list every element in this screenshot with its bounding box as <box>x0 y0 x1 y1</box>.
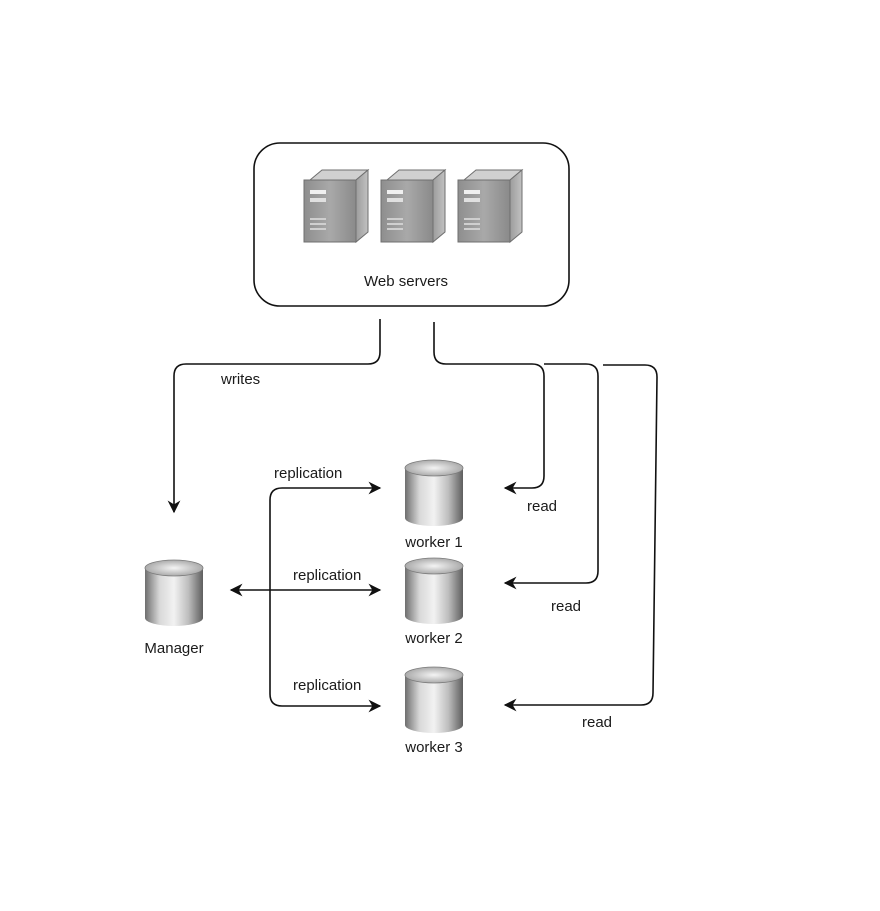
server-icon <box>457 169 523 243</box>
server-icon <box>303 169 369 243</box>
manager-label: Manager <box>144 640 203 657</box>
manager-database-icon[interactable] <box>144 559 204 627</box>
read-connector-worker-2 <box>503 363 599 590</box>
server-icon <box>380 169 446 243</box>
read-label-1: read <box>527 498 557 515</box>
replication-label-1: replication <box>274 465 342 482</box>
replication-connector-worker-3 <box>269 590 382 713</box>
worker-1-database-icon[interactable] <box>404 459 464 527</box>
worker-3-database-icon[interactable] <box>404 666 464 734</box>
replication-label-2: replication <box>293 567 361 584</box>
writes-label: writes <box>220 371 260 388</box>
replication-connector-worker-1 <box>269 481 382 590</box>
read-label-2: read <box>551 598 581 615</box>
read-connector-worker-1 <box>433 322 545 495</box>
replication-label-3: replication <box>293 677 361 694</box>
read-connector-worker-3 <box>503 364 658 712</box>
read-label-3: read <box>582 714 612 731</box>
worker-2-database-icon[interactable] <box>404 557 464 625</box>
web-servers-label: Web servers <box>364 273 448 290</box>
writes-connector <box>167 319 381 514</box>
worker-1-label: worker 1 <box>404 534 463 551</box>
worker-3-label: worker 3 <box>404 739 463 756</box>
worker-2-label: worker 2 <box>404 630 463 647</box>
